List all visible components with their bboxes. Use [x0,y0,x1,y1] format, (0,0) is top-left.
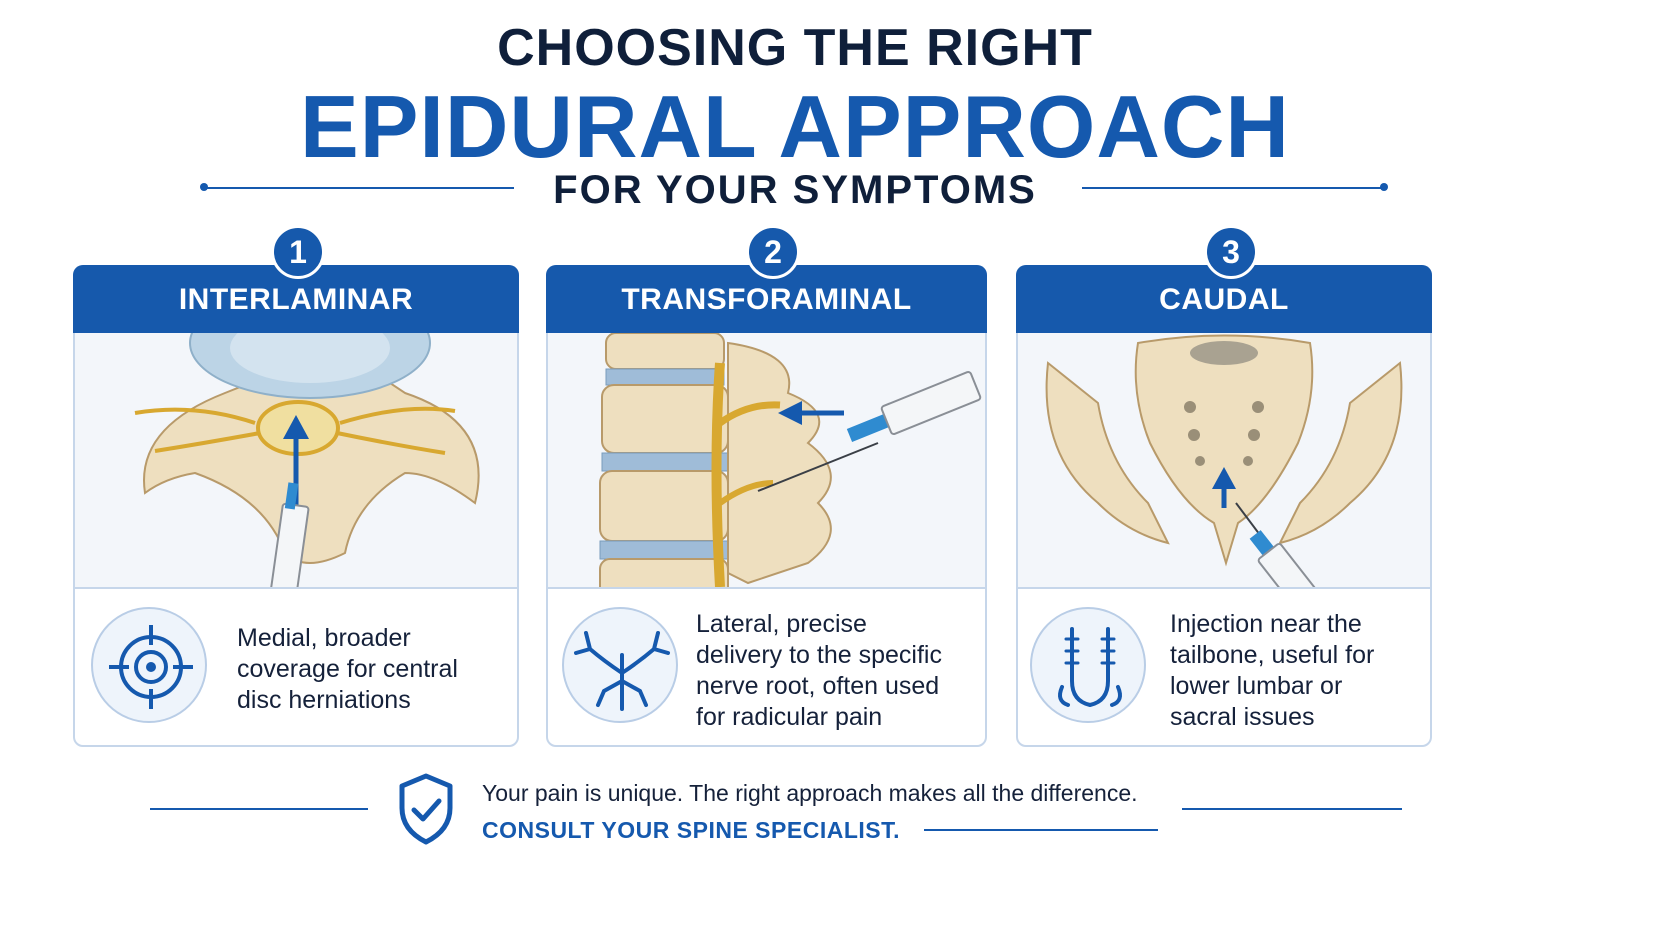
description-line: Injection near the [1170,610,1362,638]
description-line: sacral issues [1170,703,1315,731]
card-divider [1018,587,1430,589]
step-number-badge: 3 [1204,225,1258,279]
divider-line-left [204,187,514,189]
footer-divider-left [150,808,368,810]
card-description: Lateral, precise delivery to the specifi… [696,609,942,733]
footer-message: Your pain is unique. The right approach … [482,780,1138,806]
description-line: lower lumbar or [1170,672,1343,700]
step-number-badge: 1 [271,225,325,279]
description-line: nerve root, often used [696,672,940,700]
sacrum-icon [1030,607,1146,723]
description-line: for radicular pain [696,703,883,731]
subtitle: FOR YOUR SYMPTOMS [553,168,1037,212]
footer-divider-right [1182,808,1402,810]
card-divider [548,587,985,589]
step-number-badge: 2 [746,225,800,279]
target-icon [91,607,207,723]
card-divider [75,587,517,589]
subtitle-row: FOR YOUR SYMPTOMS [200,164,1390,212]
transforaminal-illustration [548,333,985,587]
caudal-illustration [1018,333,1430,587]
title-line-1: CHOOSING THE RIGHT [497,19,1093,77]
card-interlaminar: INTERLAMINAR 1 Medial, broader coverage [73,225,519,747]
description-line: delivery to the specific [696,641,942,669]
divider-dot-right [1380,183,1388,191]
description-line: disc herniations [237,686,411,714]
description-line: Lateral, precise [696,610,867,638]
footer-cta: CONSULT YOUR SPINE SPECIALIST. [482,817,900,843]
description-line: Medial, broader [237,624,411,652]
card-description: Medial, broader coverage for central dis… [237,623,458,716]
card-description: Injection near the tailbone, useful for … [1170,609,1374,733]
card-caudal: CAUDAL 3 Injection near the tailbone, us… [1016,225,1432,747]
description-line: tailbone, useful for [1170,641,1375,669]
interlaminar-illustration [75,333,517,587]
title-line-2: EPIDURAL APPROACH [300,77,1290,176]
card-transforaminal: TRANSFORAMINAL 2 Lateral, precise [546,225,987,747]
nerve-branch-icon [562,607,678,723]
divider-line-right [1082,187,1382,189]
footer-cta-underline [924,829,1158,831]
description-line: coverage for central [237,655,458,683]
shield-check-icon [399,773,453,845]
